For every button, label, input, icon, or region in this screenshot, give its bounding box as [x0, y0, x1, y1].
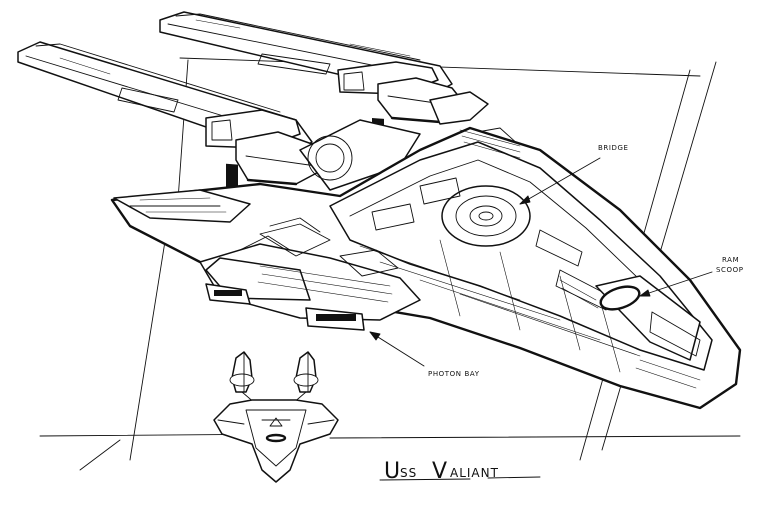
ram-scoop-label-line1: RAM [722, 256, 739, 264]
ship-title: U SS V ALIANT [379, 459, 541, 484]
engineering-section [113, 189, 421, 331]
title-name-rest: ALIANT [450, 466, 499, 480]
title-prefix-initial: U [384, 459, 400, 484]
lower-warp-nacelle [17, 41, 327, 191]
front-view-sketch [213, 351, 339, 483]
title-name-initial: V [432, 459, 447, 484]
bridge-label: BRIDGE [598, 144, 629, 152]
main-hull [110, 126, 742, 410]
callout-leaders [369, 157, 713, 367]
nacelle-pylons [299, 91, 521, 191]
ram-scoop-label-line2: SCOOP [716, 266, 744, 274]
photon-bay-label: PHOTON BAY [428, 370, 480, 378]
title-prefix-rest: SS [400, 466, 417, 480]
